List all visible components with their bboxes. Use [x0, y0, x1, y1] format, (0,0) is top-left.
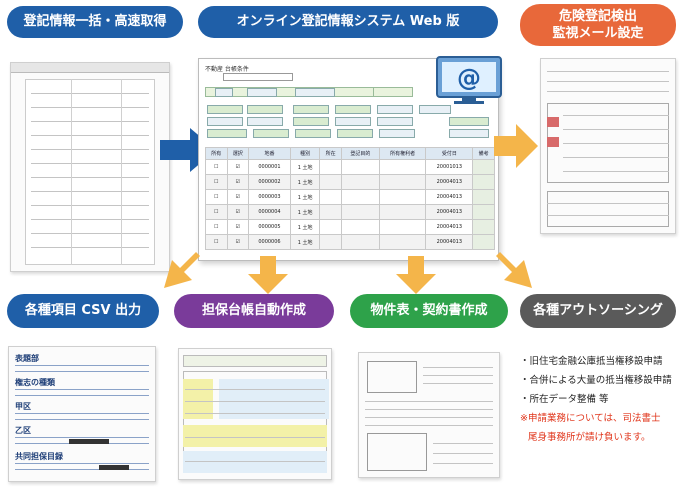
- table-row[interactable]: ☐☑ 0000003 1 土地 20004013: [205, 189, 495, 205]
- row-type: 1 土地: [289, 159, 321, 175]
- outsourcing-note-line2: 尾身事務所が請け負います。: [528, 432, 651, 443]
- table-row[interactable]: ☐☑ 0000006 1 土地 20004013: [205, 234, 495, 250]
- online-system-label: オンライン登記情報システム Web 版: [198, 6, 498, 38]
- arrow-down-right-icon: [496, 252, 532, 288]
- list-item: ・旧住宅金融公庫抵当権移設申請: [520, 356, 663, 367]
- ledger-document-thumbnail: [178, 348, 332, 480]
- row-date: 20004013: [425, 174, 474, 190]
- section-title: 権志の種類: [15, 378, 55, 387]
- bulk-fetch-label: 登記情報一括・高速取得: [7, 6, 183, 38]
- registry-document-thumbnail: [10, 62, 170, 272]
- outsourcing-note-line1: ※申請業務については、司法書士: [520, 413, 661, 424]
- table-row[interactable]: ☐☑ 0000002 1 土地 20004013: [205, 174, 495, 190]
- contract-creation-label: 物件表・契約書作成: [350, 294, 508, 328]
- col-lot: 地番: [248, 147, 291, 160]
- outsourcing-label: 各種アウトソーシング: [520, 294, 676, 328]
- danger-detection-label: 危険登記検出 監視メール設定: [520, 4, 676, 46]
- row-id: 0000005: [248, 219, 291, 235]
- svg-text:@: @: [457, 64, 481, 92]
- row-type: 1 土地: [289, 234, 321, 250]
- table-row[interactable]: ☐☑ 0000005 1 土地 20004013: [205, 219, 495, 235]
- col-note: 備考: [472, 147, 495, 160]
- section-title: 共同担保目録: [15, 452, 63, 461]
- col-holder: 所有権利者: [378, 147, 427, 160]
- section-title: 乙区: [15, 426, 31, 435]
- registry-table: 所有 選択 地番 種別 所在 登記目的 所有権利者 受付日 備考 ☐☑ 0000…: [205, 147, 495, 250]
- list-item: ・所在データ整備 等: [520, 394, 609, 405]
- row-type: 1 土地: [289, 219, 321, 235]
- row-id: 0000001: [248, 159, 291, 175]
- row-date: 20004013: [425, 204, 474, 220]
- row-id: 0000006: [248, 234, 291, 250]
- online-system-window[interactable]: 不動産 台帳条件 所有 選択 地番 種別 所在 登記目的 所有権利者 受付日: [198, 58, 499, 261]
- row-type: 1 土地: [289, 204, 321, 220]
- col-purpose: 登記目的: [340, 147, 380, 160]
- at-sign-mail-icon: @: [436, 56, 502, 104]
- col-location: 所在: [319, 147, 342, 160]
- ledger-creation-label: 担保台帳自動作成: [174, 294, 334, 328]
- danger-detection-document-thumbnail: [540, 58, 676, 234]
- row-date: 20004013: [425, 219, 474, 235]
- danger-detection-line1: 危険登記検出: [558, 9, 637, 24]
- outsourcing-list: ・旧住宅金融公庫抵当権移設申請 ・合併による大量の抵当権移設申請 ・所在データ整…: [520, 352, 684, 447]
- arrow-down-icon: [248, 256, 288, 294]
- row-date: 20004013: [425, 189, 474, 205]
- contract-document-thumbnail: [358, 352, 500, 478]
- row-date: 20001013: [425, 159, 474, 175]
- csv-document-thumbnail: 表題部 権志の種類 甲区 乙区 共同担保目録: [8, 346, 156, 482]
- row-id: 0000003: [248, 189, 291, 205]
- section-title: 表題部: [15, 354, 39, 363]
- row-type: 1 土地: [289, 174, 321, 190]
- list-item: ・合併による大量の抵当権移設申請: [520, 375, 672, 386]
- danger-detection-line2: 監視メール設定: [552, 26, 644, 41]
- row-id: 0000002: [248, 174, 291, 190]
- arrow-down-left-icon: [164, 252, 200, 288]
- window-title: 不動産 台帳条件: [205, 66, 249, 73]
- col-type: 種別: [289, 147, 321, 160]
- row-id: 0000004: [248, 204, 291, 220]
- table-row[interactable]: ☐☑ 0000001 1 土地 20001013: [205, 159, 495, 175]
- col-owner: 所有: [205, 147, 228, 160]
- arrow-right-icon: [494, 124, 538, 168]
- arrow-down-icon: [396, 256, 436, 294]
- row-type: 1 土地: [289, 189, 321, 205]
- table-row[interactable]: ☐☑ 0000004 1 土地 20004013: [205, 204, 495, 220]
- col-date: 受付日: [425, 147, 474, 160]
- row-date: 20004013: [425, 234, 474, 250]
- csv-export-label: 各種項目 CSV 出力: [7, 294, 159, 328]
- section-title: 甲区: [15, 402, 31, 411]
- col-select: 選択: [226, 147, 250, 160]
